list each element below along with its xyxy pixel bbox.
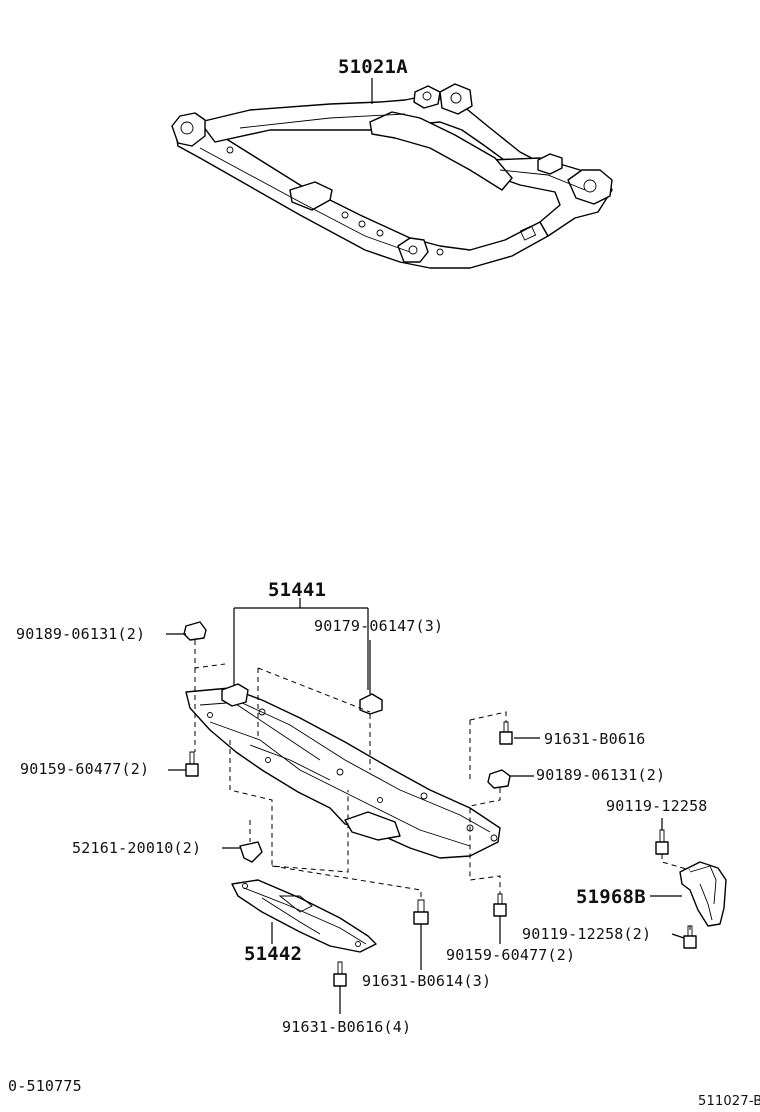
- label-90159-60477-left: 90159-60477(2): [20, 760, 150, 778]
- label-91631-b0616-right: 91631-B0616: [544, 730, 646, 748]
- label-52161-20010: 52161-20010(2): [72, 839, 202, 857]
- footer-diagram-code: 0-510775: [8, 1077, 82, 1095]
- bracket-51968b: [650, 861, 727, 927]
- label-90159-60477-right: 90159-60477(2): [446, 946, 576, 964]
- crossmember-51021a: [171, 78, 613, 269]
- label-90189-06131-right: 90189-06131(2): [536, 766, 666, 784]
- assembly-dashed-lines: [194, 640, 691, 930]
- label-51021a: 51021A: [338, 56, 408, 78]
- label-91631-b0614: 91631-B0614(3): [362, 972, 492, 990]
- footer-reference-code: 511027-B: [698, 1094, 760, 1109]
- shield-51442: [231, 879, 377, 953]
- under-cover-51441: [185, 598, 501, 859]
- label-90119-12258-bottom: 90119-12258(2): [522, 925, 652, 943]
- label-51968b: 51968B: [576, 886, 646, 908]
- label-51442: 51442: [244, 943, 303, 965]
- label-90179-06147: 90179-06147(3): [314, 617, 444, 635]
- label-90119-12258-top: 90119-12258: [606, 797, 708, 815]
- label-91631-b0616-bottom: 91631-B0616(4): [282, 1018, 412, 1036]
- label-51441: 51441: [268, 579, 327, 601]
- fasteners: [166, 621, 697, 1014]
- label-90189-06131-left: 90189-06131(2): [16, 625, 146, 643]
